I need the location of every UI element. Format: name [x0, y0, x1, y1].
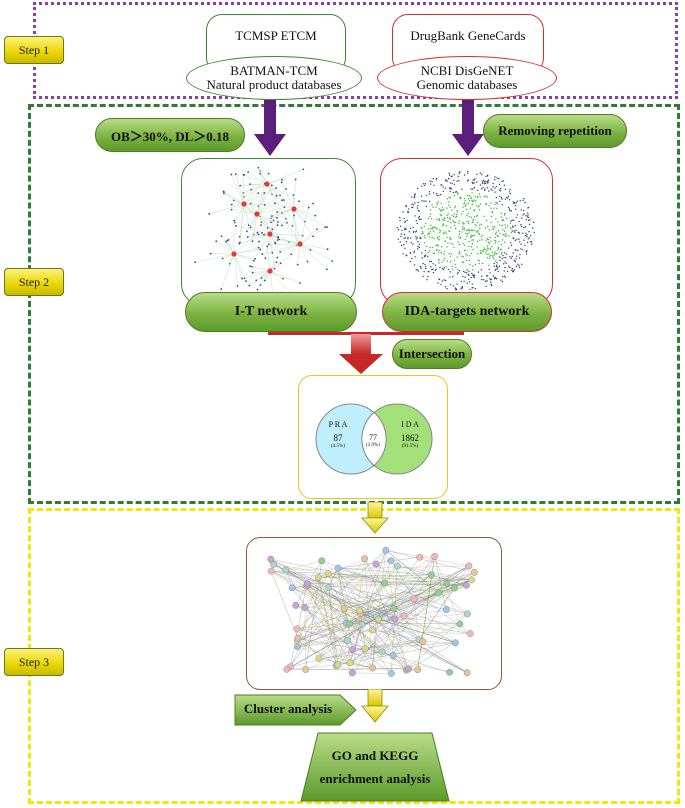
- genomic-db-line2: Genomic databases: [416, 77, 518, 92]
- venn-diagram: [315, 403, 433, 475]
- intersection-connector-line: [268, 332, 464, 335]
- venn-right-name: I D A: [401, 420, 419, 429]
- venn-diagram-box: [298, 375, 448, 499]
- go-kegg-trapezoid: [300, 732, 450, 802]
- step2-badge: Step 2: [4, 268, 64, 296]
- go-kegg-line1: GO and KEGG: [331, 748, 419, 763]
- natural-db-line1: BATMAN-TCM: [230, 63, 318, 78]
- venn-left-count: 87: [333, 433, 343, 443]
- venn-overlap-count: 77: [369, 433, 377, 442]
- filter-criteria-pill: OB＞30%, DL＞0.18: [95, 118, 245, 152]
- intersection-pill: Intersection: [392, 339, 472, 369]
- venn-right-count: 1862: [401, 433, 419, 443]
- arrow-down-yellow-1: [361, 502, 389, 534]
- venn-overlap-pct: (3.9%): [366, 443, 380, 448]
- venn-right-pct: (91.5%): [401, 444, 419, 449]
- ppi-network-box: [246, 537, 502, 690]
- cluster-analysis-arrow: [234, 694, 357, 726]
- intersection-arrow: [339, 334, 383, 374]
- i-t-network-box: [181, 158, 356, 306]
- ida-targets-network-graph: [396, 170, 535, 291]
- ida-targets-network-box: [380, 158, 553, 306]
- arrow-down-yellow-2: [361, 689, 389, 723]
- step1-badge: Step 1: [4, 36, 64, 64]
- venn-left-name: P R A: [328, 420, 348, 429]
- cluster-analysis-label: Cluster analysis: [243, 701, 333, 716]
- arrow-down-right: [452, 100, 484, 156]
- ida-targets-network-label: IDA-targets network: [382, 292, 552, 332]
- genomic-db-oval: NCBI DisGeNET Genomic databases: [377, 56, 557, 100]
- removing-repetition-pill: Removing repetition: [483, 114, 627, 148]
- step2-frame: [28, 104, 680, 504]
- venn-left-pct: (4.5%): [331, 444, 345, 449]
- ppi-network-graph: [267, 546, 478, 677]
- natural-db-names: TCMSP ETCM: [235, 28, 317, 43]
- go-kegg-line2: enrichment analysis: [319, 771, 431, 786]
- arrow-down-left: [254, 100, 286, 156]
- natural-db-line2: Natural product databases: [206, 77, 342, 92]
- genomic-db-names: DrugBank GeneCards: [410, 28, 526, 43]
- i-t-network-graph: [194, 166, 334, 301]
- genomic-db-line1: NCBI DisGeNET: [420, 63, 514, 78]
- natural-db-oval: BATMAN-TCM Natural product databases: [186, 56, 362, 100]
- step3-badge: Step 3: [4, 648, 64, 676]
- i-t-network-label: I-T network: [185, 292, 357, 332]
